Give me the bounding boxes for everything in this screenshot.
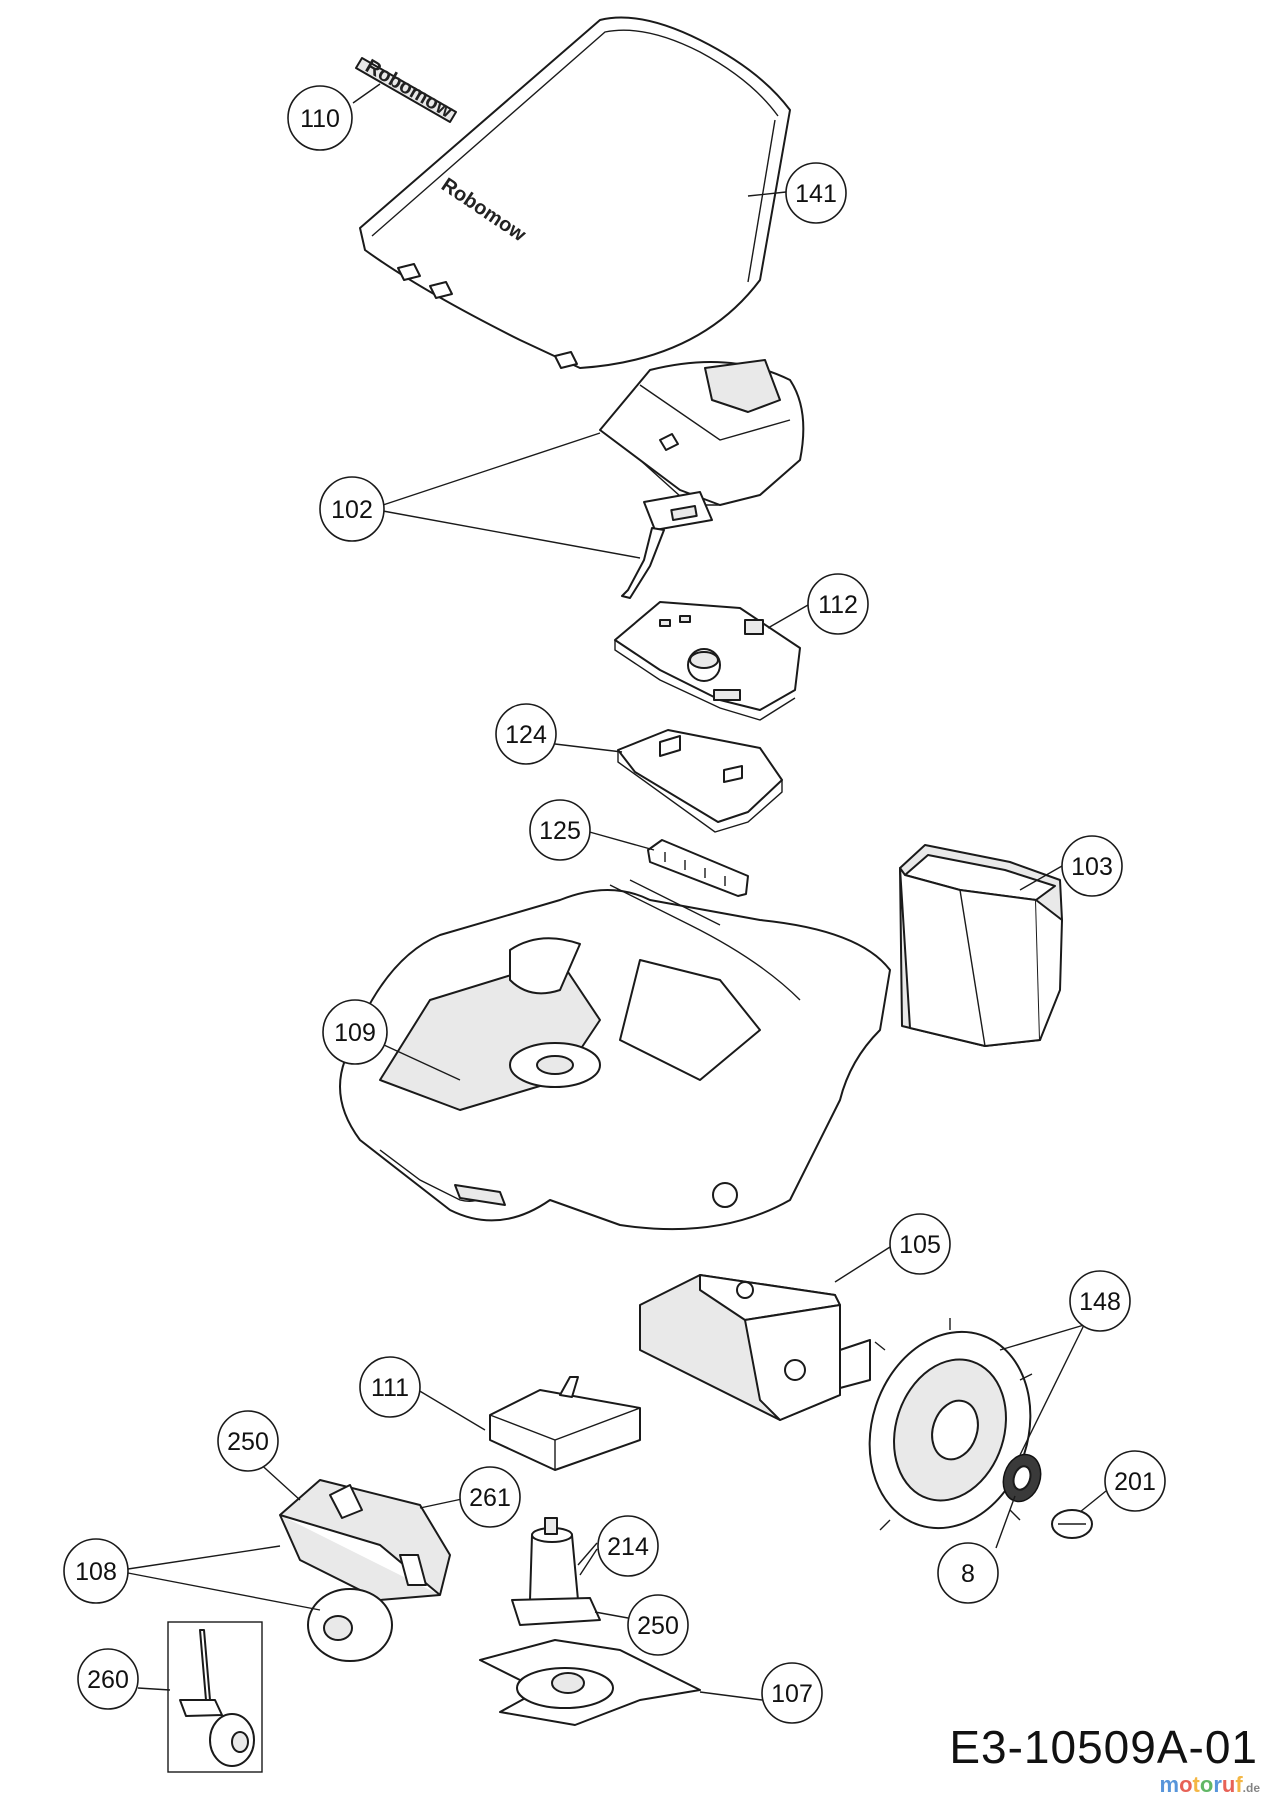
watermark-letter: u bbox=[1221, 1772, 1236, 1797]
front-bracket-part bbox=[489, 1376, 641, 1471]
callout-125: 125 bbox=[529, 799, 591, 861]
leader-102-b bbox=[382, 510, 641, 559]
leader-111 bbox=[417, 1389, 486, 1431]
leader-201 bbox=[1079, 1490, 1107, 1513]
callout-141-label: 141 bbox=[795, 180, 837, 208]
watermark-letter: t bbox=[1192, 1772, 1200, 1797]
leader-105 bbox=[834, 1246, 891, 1283]
drive-wheel-part bbox=[868, 1318, 1033, 1531]
callout-110: 110 bbox=[287, 85, 353, 151]
leader-148-a bbox=[999, 1324, 1085, 1351]
callout-108-label: 108 bbox=[75, 1558, 117, 1586]
watermark-letter: f bbox=[1235, 1772, 1243, 1797]
leader-108-a bbox=[127, 1545, 281, 1570]
callout-148: 148 bbox=[1069, 1270, 1131, 1332]
watermark: motoruf.de bbox=[1160, 1772, 1260, 1798]
callout-124-label: 124 bbox=[505, 721, 547, 749]
chassis-body-part bbox=[339, 879, 891, 1231]
callout-250-bottom: 250 bbox=[627, 1594, 689, 1656]
leader-112 bbox=[767, 604, 809, 629]
leader-109 bbox=[383, 1044, 461, 1081]
blade-part bbox=[479, 1639, 701, 1726]
watermark-letter: o bbox=[1199, 1772, 1214, 1797]
hub-cap-part bbox=[1002, 1453, 1042, 1503]
callout-261: 261 bbox=[459, 1466, 521, 1528]
leader-108-b bbox=[127, 1572, 321, 1611]
wheel-badge-part bbox=[1051, 1509, 1093, 1539]
pcb-tray-part bbox=[617, 729, 783, 833]
watermark-letter: m bbox=[1159, 1772, 1180, 1797]
callout-112: 112 bbox=[807, 573, 869, 635]
leader-261 bbox=[419, 1498, 463, 1509]
callout-8-label: 8 bbox=[961, 1560, 975, 1588]
leader-103 bbox=[1019, 865, 1063, 891]
drive-motor-part bbox=[639, 1274, 871, 1421]
watermark-letter: o bbox=[1179, 1772, 1193, 1797]
callout-250-bottom-label: 250 bbox=[637, 1612, 679, 1640]
battery-housing-part bbox=[899, 844, 1063, 1047]
callout-260-label: 260 bbox=[87, 1666, 129, 1694]
top-cover-part: Robomow bbox=[359, 16, 791, 369]
leader-214-b bbox=[579, 1548, 598, 1576]
leader-125 bbox=[585, 830, 655, 851]
display-housing-part bbox=[599, 359, 805, 506]
callout-250-top-label: 250 bbox=[227, 1428, 269, 1456]
caster-bracket-part bbox=[279, 1479, 451, 1601]
callout-148-label: 148 bbox=[1079, 1288, 1121, 1316]
callout-107: 107 bbox=[761, 1662, 823, 1724]
leader-107 bbox=[699, 1691, 763, 1701]
callout-261-label: 261 bbox=[469, 1484, 511, 1512]
leader-214-a bbox=[577, 1542, 598, 1566]
callout-103-label: 103 bbox=[1071, 853, 1113, 881]
blade-motor-part bbox=[511, 1517, 601, 1626]
caster-assembly-part bbox=[167, 1621, 263, 1773]
leader-lines bbox=[127, 83, 1107, 1701]
callout-250-top: 250 bbox=[217, 1410, 279, 1472]
leader-110 bbox=[352, 83, 381, 104]
leader-250-b bbox=[594, 1611, 629, 1619]
callout-260: 260 bbox=[77, 1648, 139, 1710]
callout-201-label: 201 bbox=[1114, 1468, 1156, 1496]
callout-102-label: 102 bbox=[331, 496, 373, 524]
callout-124: 124 bbox=[495, 703, 557, 765]
leader-148-b bbox=[1019, 1324, 1085, 1456]
drawing-code: E3-10509A-01 bbox=[949, 1721, 1258, 1773]
leader-260 bbox=[137, 1687, 171, 1691]
callout-105-label: 105 bbox=[899, 1231, 941, 1259]
bracket-part bbox=[647, 839, 749, 897]
callout-109: 109 bbox=[322, 999, 388, 1065]
leader-124 bbox=[554, 743, 623, 753]
callout-110-label: 110 bbox=[300, 105, 340, 133]
callout-105: 105 bbox=[889, 1213, 951, 1275]
caster-wheel-part bbox=[307, 1588, 393, 1662]
callout-112-label: 112 bbox=[818, 591, 858, 619]
callout-111: 111 bbox=[359, 1356, 421, 1418]
callout-8: 8 bbox=[937, 1542, 999, 1604]
callout-111-label: 111 bbox=[371, 1374, 409, 1402]
pcb-board-part bbox=[614, 601, 801, 721]
leader-102-a bbox=[382, 432, 601, 506]
keypad-ribbon-part bbox=[621, 491, 713, 599]
callout-107-label: 107 bbox=[771, 1680, 813, 1708]
leader-8 bbox=[995, 1495, 1016, 1549]
watermark-letter: r bbox=[1213, 1772, 1222, 1797]
callout-108: 108 bbox=[63, 1538, 129, 1604]
callout-109-label: 109 bbox=[334, 1019, 376, 1047]
callout-141: 141 bbox=[785, 162, 847, 224]
callout-214: 214 bbox=[597, 1515, 659, 1577]
leader-141 bbox=[747, 191, 787, 197]
badge-logo-text: Robomow bbox=[362, 55, 457, 123]
watermark-suffix: .de bbox=[1242, 1781, 1260, 1795]
callout-102: 102 bbox=[319, 476, 385, 542]
callout-201: 201 bbox=[1104, 1450, 1166, 1512]
callout-103: 103 bbox=[1061, 835, 1123, 897]
callout-125-label: 125 bbox=[539, 817, 581, 845]
callout-214-label: 214 bbox=[607, 1533, 649, 1561]
logo-badge-part: Robomow bbox=[355, 55, 457, 123]
